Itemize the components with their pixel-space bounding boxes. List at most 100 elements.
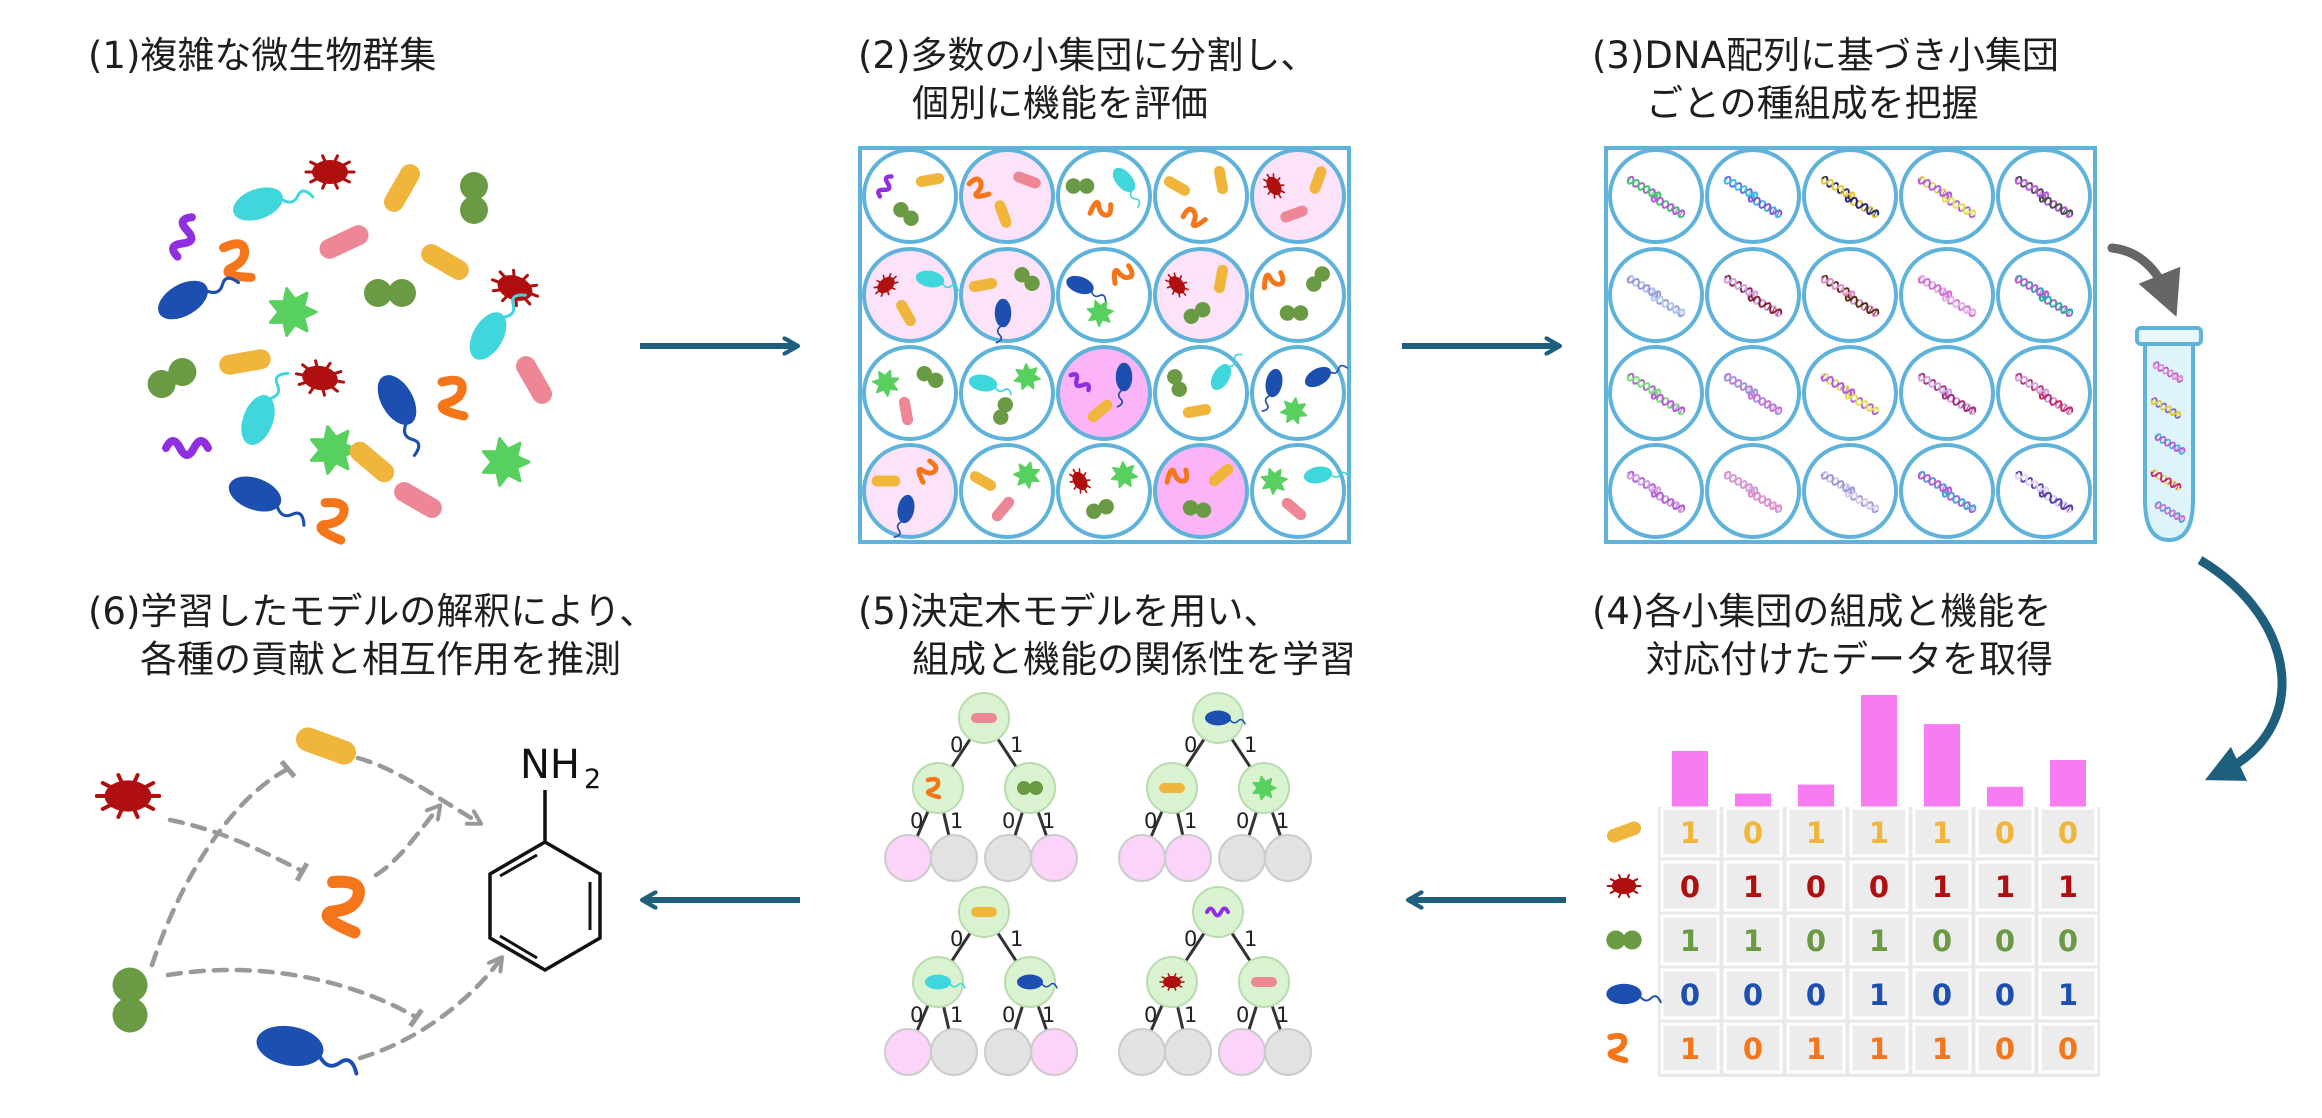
dna-helix-icon [1650,292,1686,318]
yellow-rod-icon [1208,463,1234,487]
branch-label: 1 [1010,733,1023,757]
blue-flagellate-icon [1017,974,1058,990]
matrix-cell [1786,1022,1846,1074]
assay-well [862,443,958,539]
blue-flagellate-icon [994,298,1012,344]
function-bar-chart [1672,695,2086,807]
yellow-rod-icon [896,299,916,327]
yellow-rod-icon [1213,165,1229,195]
dna-helix-icon [2150,397,2182,419]
green-diplococcus-icon [1014,267,1040,291]
assay-well [1056,345,1152,441]
yellow-rod-icon [1087,399,1113,423]
blue-flagellate-icon [1066,275,1107,303]
yellow-rod-icon [295,727,357,765]
lime-amoeba-icon [1012,461,1041,489]
assay-well [1250,345,1346,441]
dna-well [1899,443,1995,539]
svg-text:(1)複雑な微生物群集: (1)複雑な微生物群集 [88,34,436,77]
branch-label: 0 [1144,1003,1157,1027]
orange-spiral-icon [1087,199,1114,218]
purple-spiral-icon [169,213,196,261]
tree-leaf [1164,1028,1212,1076]
orange-spiral-icon [316,497,349,545]
pink-rod-icon [1281,497,1307,521]
matrix-cell [2038,860,2098,912]
cyan-flagellate-icon [241,371,290,445]
red-spiky-icon [94,773,162,819]
matrix-cell [2038,968,2098,1020]
interaction-edge [355,755,478,822]
red-spiky-icon [294,359,346,397]
cyan-flagellate-icon [925,974,966,990]
cyan-flagellate-icon [915,270,959,292]
dna-well [1802,148,1898,244]
matrix-cell [1975,914,2035,966]
assay-well [1250,148,1346,244]
yellow-rod-icon [915,172,945,188]
matrix-cell [1723,860,1783,912]
matrix-cell [1975,1022,2035,1074]
yellow-rod-icon [968,277,998,293]
pink-rod-icon [516,356,552,404]
dna-well [1899,148,1995,244]
tree-leaf [1218,834,1266,882]
matrix-cell [1786,860,1846,912]
assay-well [1250,443,1346,539]
dna-helix-icon [2154,433,2186,455]
green-diplococcus-icon [1167,369,1187,397]
step3-title: (3)DNA配列に基づき小集団 ごとの種組成を把握 [1592,34,2059,125]
cyan-flagellate-icon [1210,353,1243,391]
step2-title: (2)多数の小集団に分割し、 個別に機能を評価 [858,34,1317,125]
red-spiky-icon [304,154,356,190]
matrix-value: 0 [1806,978,1826,1012]
matrix-value: 0 [1869,870,1889,904]
yellow-rod-icon [994,200,1012,228]
matrix-cell [2038,806,2098,858]
aniline-molecule-icon: NH 2 [488,742,602,973]
dna-helix-icon [1844,390,1880,416]
matrix-cell [1912,914,1972,966]
pink-rod-icon [319,225,369,259]
orange-spiral-icon [1261,270,1286,291]
matrix-cell [1912,806,1972,858]
lime-amoeba-icon [481,437,531,487]
matrix-value: 1 [2058,870,2078,904]
svg-text:(3)DNA配列に基づき小集団: (3)DNA配列に基づき小集団 [1592,34,2059,77]
svg-text:ごとの種組成を把握: ごとの種組成を把握 [1646,82,1979,125]
matrix-value: 0 [1995,1032,2015,1066]
matrix-value: 1 [2058,978,2078,1012]
matrix-value: 1 [1680,816,1700,850]
tree-leaf [1118,1028,1166,1076]
pink-rod-icon [1013,171,1041,189]
branch-label: 0 [950,927,963,951]
yellow-rod-icon [219,349,271,375]
dna-helix-icon [1747,292,1783,318]
dna-helix-icon [1941,193,1977,219]
dna-well [1802,443,1898,539]
lime-amoeba-icon [1110,461,1138,489]
interaction-edge [373,808,438,878]
red-spiky-icon [1263,173,1285,199]
assay-well [1153,345,1249,441]
lime-amoeba-icon [1013,363,1041,391]
tree-leaf [1030,1028,1078,1076]
microbial-community [147,154,552,545]
lime-amoeba-icon [1260,467,1288,495]
matrix-value: 1 [1869,816,1889,850]
matrix-value: 0 [1932,978,1952,1012]
dna-helix-icon [2038,292,2074,318]
assay-well [862,148,958,244]
matrix-cell [1912,968,1972,1020]
pink-rod-icon [1280,205,1308,223]
green-diplococcus-icon [993,397,1013,425]
red-spiky-icon [873,273,899,297]
purple-spiral-icon [1068,372,1092,393]
matrix-value: 0 [1806,924,1826,958]
matrix-cell [1660,1022,1720,1074]
function-bar [1924,724,1960,807]
svg-text:(4)各小集団の組成と機能を: (4)各小集団の組成と機能を [1592,590,2051,633]
